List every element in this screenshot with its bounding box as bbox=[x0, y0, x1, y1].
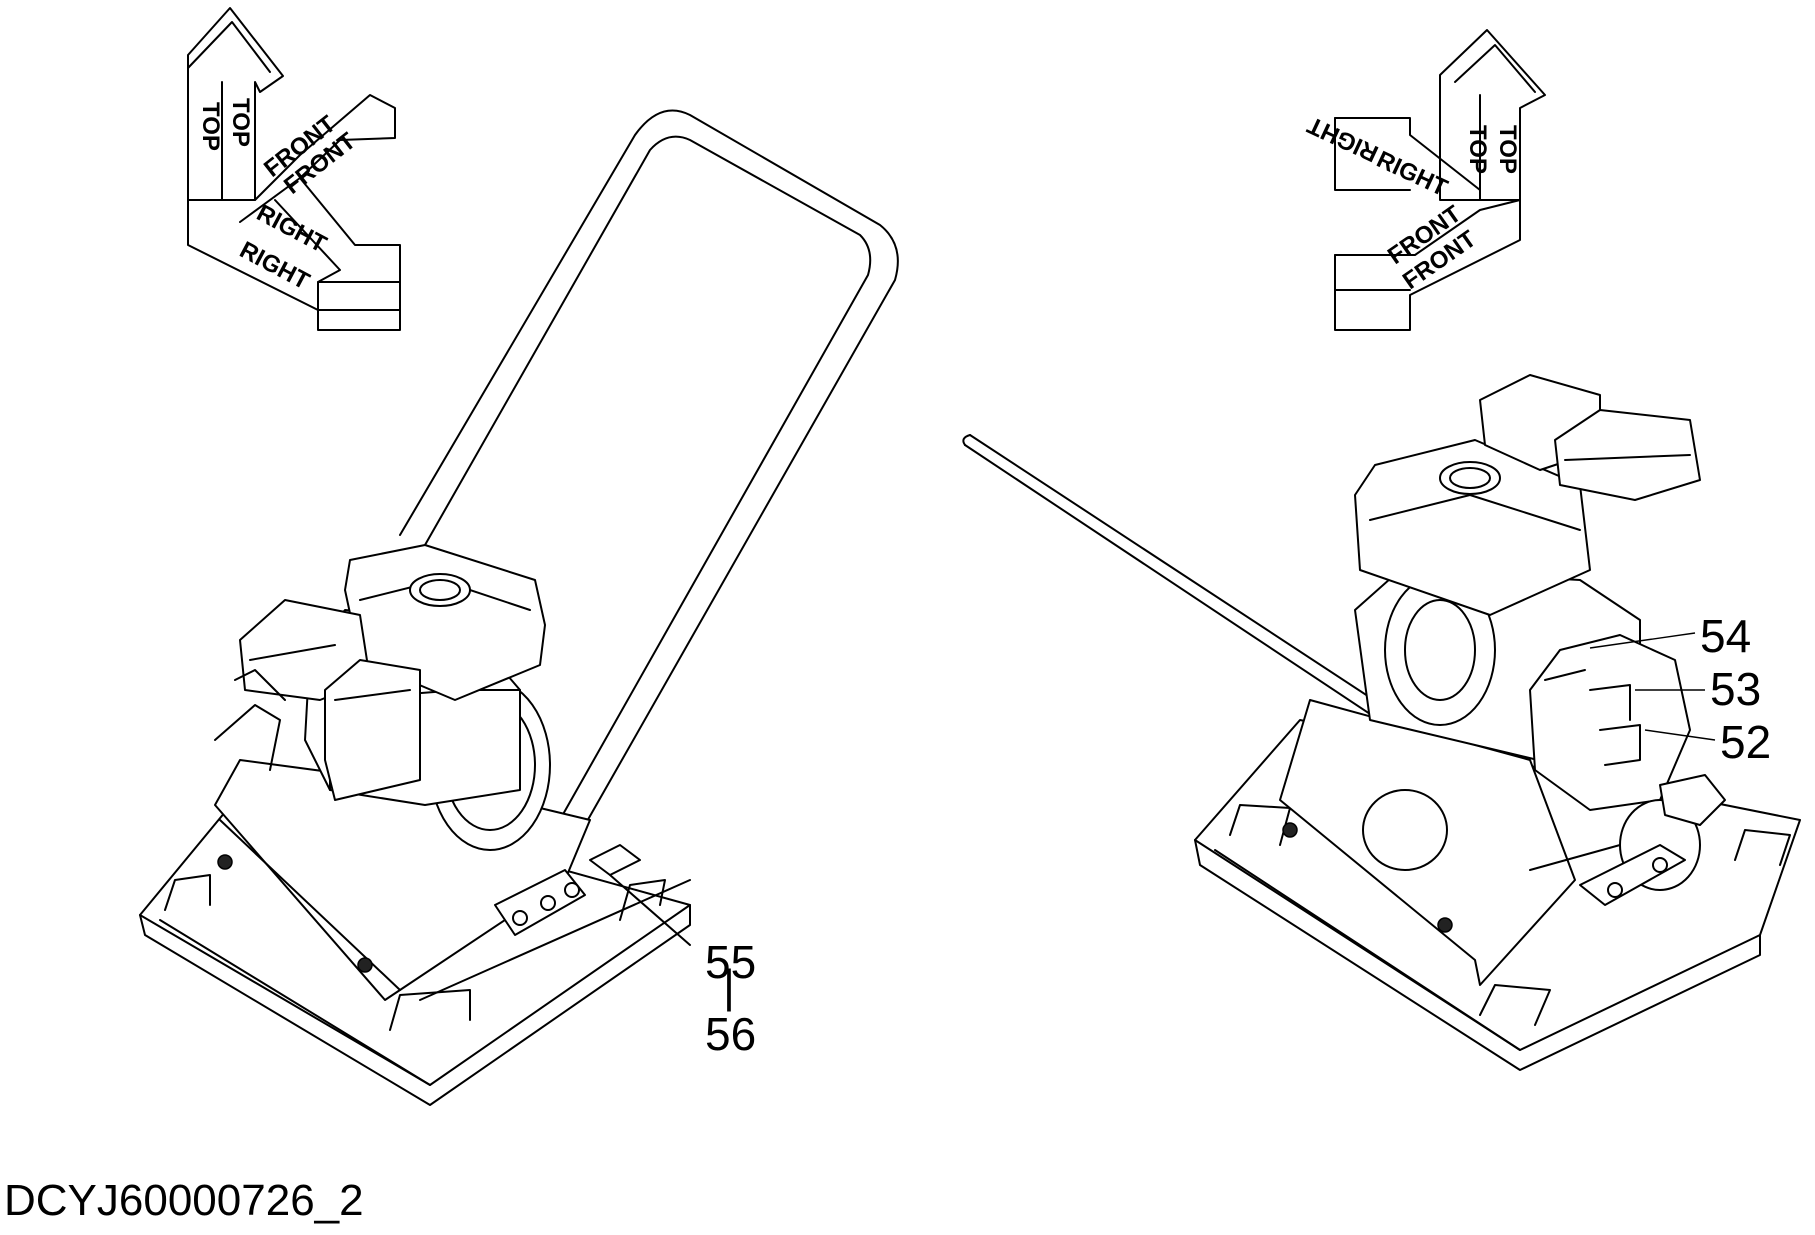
callout-separator: | bbox=[723, 960, 735, 1012]
axis-label-top-d: TOP bbox=[1494, 125, 1521, 174]
axis-label-top-b: TOP bbox=[227, 98, 254, 147]
axis-label-top-a: TOP bbox=[197, 102, 224, 151]
orientation-indicator-right: TOP TOP RIGHT RIGHT FRONT FRONT bbox=[1303, 29, 1546, 331]
callout-55: 55 bbox=[705, 936, 756, 988]
plate-compactor-left-view bbox=[139, 109, 899, 1106]
drawing-id: DCYJ60000726_2 bbox=[4, 1176, 364, 1225]
callout-53: 53 bbox=[1710, 663, 1761, 715]
callouts-right-view: 54 53 52 bbox=[1589, 610, 1771, 768]
callout-56: 56 bbox=[705, 1008, 756, 1060]
orientation-indicator-left: TOP TOP FRONT FRONT RIGHT RIGHT bbox=[187, 7, 401, 331]
callout-52: 52 bbox=[1720, 716, 1771, 768]
plate-compactor-right-view bbox=[962, 374, 1801, 1071]
axis-label-top-c: TOP bbox=[1464, 125, 1491, 174]
callouts-left-view: 55 | 56 bbox=[705, 936, 756, 1060]
axis-label-right-d: RIGHT bbox=[1303, 111, 1382, 167]
callout-54: 54 bbox=[1700, 610, 1751, 662]
